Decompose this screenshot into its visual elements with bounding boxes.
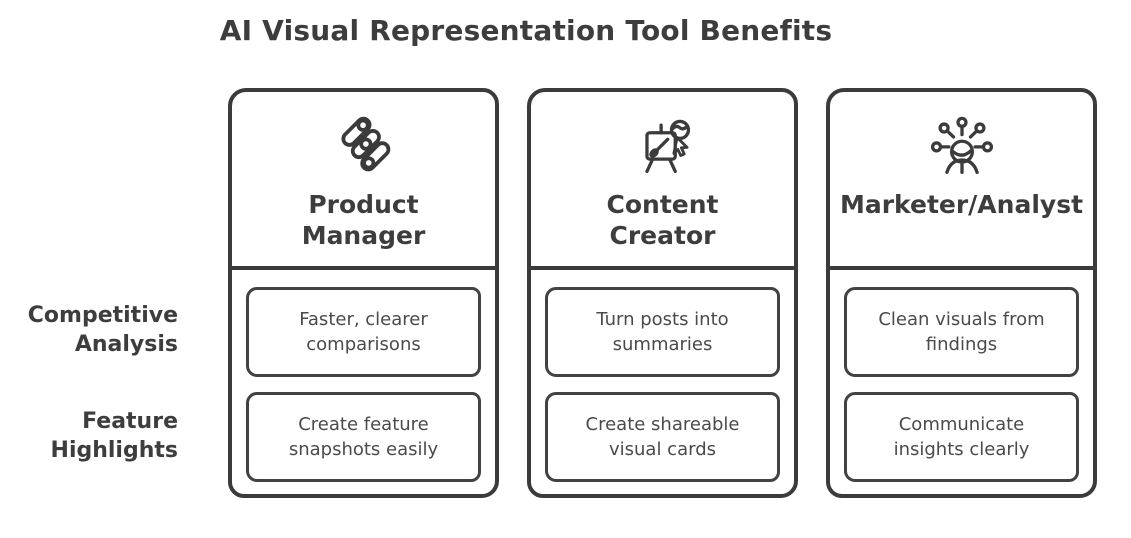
persona-card-marketer-analyst: Marketer/Analyst Clean visuals from find… bbox=[826, 88, 1097, 498]
card-title-line: Content bbox=[606, 190, 719, 219]
benefit-text-line: findings bbox=[925, 334, 998, 355]
benefit-cell: Clean visuals from findings bbox=[844, 287, 1079, 377]
row-label-line: Highlights bbox=[50, 438, 178, 463]
benefit-cell: Create shareable visual cards bbox=[545, 392, 780, 482]
benefit-text-line: visual cards bbox=[608, 439, 716, 460]
benefit-cell: Create feature snapshots easily bbox=[246, 392, 481, 482]
row-label-feature-highlights: Feature Highlights bbox=[51, 407, 178, 465]
benefit-cell: Faster, clearer comparisons bbox=[246, 287, 481, 377]
card-body: Clean visuals from findings Communicate … bbox=[830, 270, 1093, 482]
person-network-ideas-icon bbox=[930, 116, 993, 174]
card-title: Content Creator bbox=[607, 189, 719, 251]
card-header: Content Creator bbox=[531, 92, 794, 270]
diagram-title: AI Visual Representation Tool Benefits bbox=[219, 14, 833, 47]
card-body: Turn posts into summaries Create shareab… bbox=[531, 270, 794, 482]
card-title-line: Product bbox=[308, 190, 419, 219]
benefit-text-line: Clean visuals from bbox=[878, 309, 1045, 330]
row-label-line: Feature bbox=[82, 409, 178, 434]
card-header: Marketer/Analyst bbox=[830, 92, 1093, 270]
easel-painter-cursor-icon bbox=[644, 119, 690, 174]
benefit-cell: Turn posts into summaries bbox=[545, 287, 780, 377]
card-title-line: Manager bbox=[301, 221, 426, 250]
benefit-cell: Communicate insights clearly bbox=[844, 392, 1079, 482]
card-title: Product Manager bbox=[302, 189, 426, 251]
row-label-line: Competitive bbox=[27, 303, 178, 328]
benefit-text-line: comparisons bbox=[306, 334, 421, 355]
card-header: Product Manager bbox=[232, 92, 495, 270]
benefit-text-line: Create shareable bbox=[585, 414, 740, 435]
benefit-text-line: snapshots easily bbox=[288, 439, 439, 460]
benefit-text-line: Create feature bbox=[298, 414, 429, 435]
card-body: Faster, clearer comparisons Create featu… bbox=[232, 270, 495, 482]
row-label-line: Analysis bbox=[74, 332, 178, 357]
benefit-text-line: Communicate bbox=[898, 414, 1025, 435]
persona-card-product-manager: Product Manager Faster, clearer comparis… bbox=[228, 88, 499, 498]
benefit-text-line: Turn posts into bbox=[596, 309, 729, 330]
benefit-text-line: Faster, clearer bbox=[299, 309, 428, 330]
card-title-line: Marketer/Analyst bbox=[839, 190, 1084, 219]
benefit-text-line: summaries bbox=[612, 334, 713, 355]
row-label-competitive-analysis: Competitive Analysis bbox=[28, 301, 178, 359]
persona-card-content-creator: Content Creator Turn posts into summarie… bbox=[527, 88, 798, 498]
card-title-line: Creator bbox=[609, 221, 716, 250]
sketch-diagonal-bars-icon bbox=[340, 116, 390, 172]
card-title: Marketer/Analyst bbox=[840, 189, 1083, 220]
benefit-text-line: insights clearly bbox=[893, 439, 1030, 460]
